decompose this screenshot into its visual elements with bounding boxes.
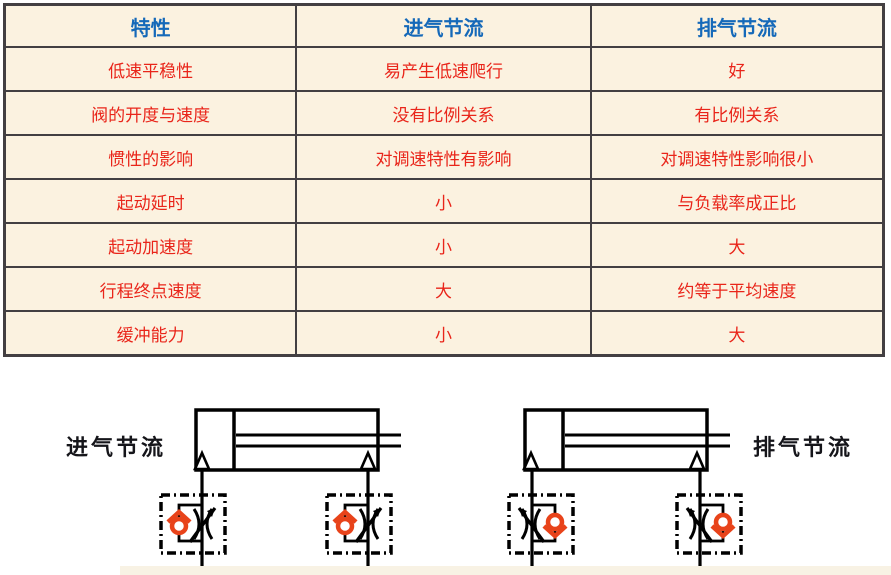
table-cell: 约等于平均速度 xyxy=(589,266,885,312)
header-cell-feature: 特性 xyxy=(3,3,298,48)
table-row: 缓冲能力 小 大 xyxy=(3,310,885,357)
header-cell-meter-in: 进气节流 xyxy=(295,3,592,48)
throttle-check-valve-icon xyxy=(327,495,391,553)
cylinder-icon xyxy=(522,408,732,472)
table-cell: 小 xyxy=(295,310,592,357)
table-row: 阀的开度与速度 没有比例关系 有比例关系 xyxy=(3,90,885,136)
table-cell: 缓冲能力 xyxy=(3,310,298,357)
meter-out-circuit xyxy=(509,408,741,573)
table-cell: 起动加速度 xyxy=(3,222,298,268)
table-cell: 大 xyxy=(589,310,885,357)
table-row: 起动加速度 小 大 xyxy=(3,222,885,268)
comparison-table: 特性 进气节流 排气节流 低速平稳性 易产生低速爬行 好 阀的开度与速度 没有比… xyxy=(3,3,885,357)
table-cell: 有比例关系 xyxy=(589,90,885,136)
table-cell: 小 xyxy=(295,178,592,224)
table-cell: 惯性的影响 xyxy=(3,134,298,180)
table-cell: 小 xyxy=(295,222,592,268)
table-row: 行程终点速度 大 约等于平均速度 xyxy=(3,266,885,312)
meter-out-label: 排气节流 xyxy=(753,436,854,461)
table-cell: 对调速特性有影响 xyxy=(295,134,592,180)
table-row: 起动延时 小 与负载率成正比 xyxy=(3,178,885,224)
table-cell: 低速平稳性 xyxy=(3,46,298,92)
table-cell: 好 xyxy=(589,46,885,92)
table-cell: 大 xyxy=(295,266,592,312)
table-cell: 对调速特性影响很小 xyxy=(589,134,885,180)
cylinder-icon xyxy=(193,408,403,472)
table-cell: 与负载率成正比 xyxy=(589,178,885,224)
meter-in-circuit xyxy=(161,408,403,573)
table-row: 惯性的影响 对调速特性有影响 对调速特性影响很小 xyxy=(3,134,885,180)
table-cell: 行程终点速度 xyxy=(3,266,298,312)
bottom-strip-decoration xyxy=(120,566,891,575)
table-row: 低速平稳性 易产生低速爬行 好 xyxy=(3,46,885,92)
table-cell: 没有比例关系 xyxy=(295,90,592,136)
throttle-check-valve-icon xyxy=(509,495,573,553)
table-cell: 起动延时 xyxy=(3,178,298,224)
header-cell-meter-out: 排气节流 xyxy=(589,3,885,48)
meter-in-label: 进气节流 xyxy=(66,436,167,461)
circuit-diagrams: 进气节流 排气节流 xyxy=(0,380,891,575)
throttle-check-valve-icon xyxy=(161,495,225,553)
table-cell: 大 xyxy=(589,222,885,268)
table-cell: 阀的开度与速度 xyxy=(3,90,298,136)
pneumatic-circuit-drawing xyxy=(0,408,891,573)
throttle-check-valve-icon xyxy=(677,495,741,553)
table-header-row: 特性 进气节流 排气节流 xyxy=(3,3,885,48)
table-cell: 易产生低速爬行 xyxy=(295,46,592,92)
